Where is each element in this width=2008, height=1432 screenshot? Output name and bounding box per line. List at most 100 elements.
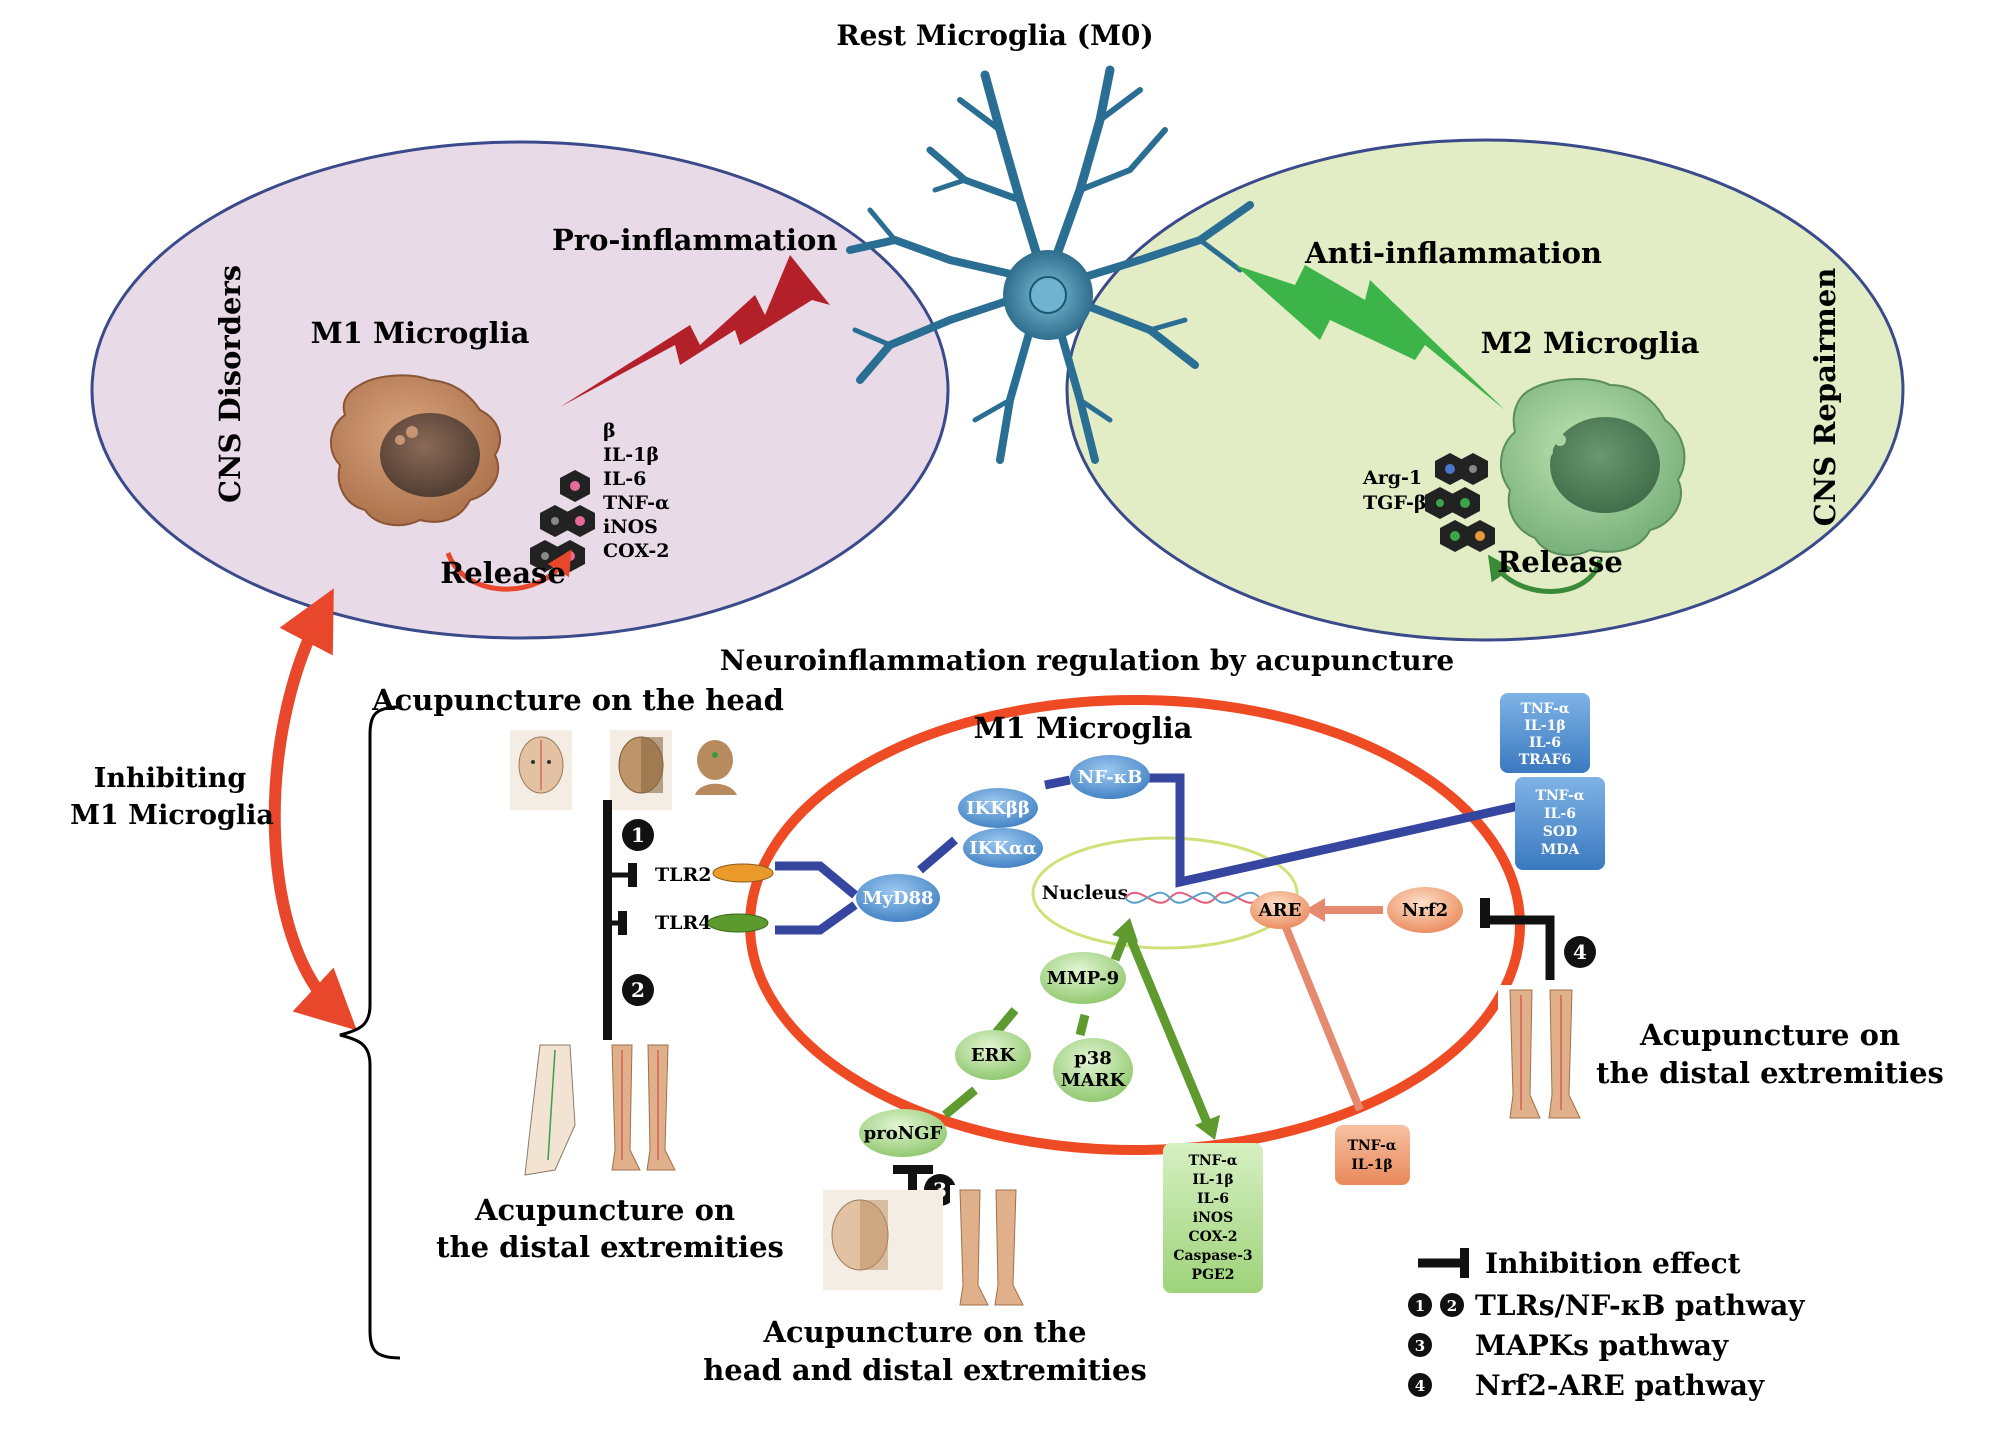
inhibition-bar-left (603, 800, 612, 1045)
erk-label: ERK (971, 1045, 1017, 1066)
tlr2-receptor (712, 863, 774, 883)
legend-badge-3: 3 (1408, 1333, 1432, 1357)
num-4-badge: 4 (1564, 936, 1596, 968)
svg-text:4: 4 (1573, 940, 1587, 964)
m1-cell-vesicle (406, 426, 418, 438)
green-arrow-head-box (1195, 1115, 1220, 1140)
tlr2-label: TLR2 (655, 864, 712, 886)
m1-factor-list: β IL-1β IL-6 TNF-α iNOS COX-2 (603, 420, 670, 562)
m1-factor: IL-6 (603, 468, 646, 490)
svg-text:2: 2 (631, 978, 645, 1002)
m1-release-label: Release (440, 556, 566, 590)
m1-factor: β (603, 420, 616, 442)
green-factor: IL-6 (1197, 1191, 1229, 1207)
mmp9-node (1040, 952, 1126, 1004)
ikkb-node (958, 788, 1038, 828)
m1-factor: IL-1β (603, 444, 659, 466)
orange-factor: IL-1β (1351, 1157, 1392, 1173)
tlr-pathway-lines (775, 773, 1546, 935)
svg-text:3: 3 (1415, 1337, 1425, 1355)
acu-headdistal-label-2: head and distal extremities (703, 1353, 1147, 1387)
m2-cell-nucleus (1550, 417, 1660, 513)
prongf-label: proNGF (864, 1123, 943, 1144)
orange-factor-box (1335, 1125, 1410, 1185)
green-factor: COX-2 (1188, 1229, 1237, 1245)
m2-cell-vesicle (1543, 447, 1553, 457)
nucleus-ellipse (1031, 836, 1299, 950)
ikka-node (963, 828, 1043, 868)
num-1-badge: 1 (622, 819, 654, 851)
m1-cell-nucleus (380, 413, 480, 497)
m2-cytokine-cluster (1425, 453, 1495, 552)
m2-release-arrow (1487, 554, 1603, 594)
p38-label: p38 (1074, 1048, 1112, 1069)
cell-title: M1 Microglia (974, 711, 1193, 745)
acu-headdistal-label: Acupuncture on the (762, 1315, 1086, 1349)
green-factor: IL-1β (1192, 1172, 1233, 1188)
inhibit-nrf2-bar (1480, 898, 1490, 928)
nucleus-label: Nucleus (1042, 882, 1129, 904)
green-factor: PGE2 (1192, 1267, 1235, 1283)
tlr4-label: TLR4 (655, 912, 712, 934)
m1-factor: iNOS (603, 516, 658, 538)
inhibit-tlr4-bar (618, 911, 627, 935)
inhibit-prongf-stem (908, 1168, 917, 1208)
m1-ellipse (90, 140, 950, 640)
inhibiting-label-2: M1 Microglia (70, 800, 274, 831)
num-2-badge: 2 (622, 974, 654, 1006)
legend-badge-1: 1 (1408, 1293, 1432, 1317)
nfkb-node (1070, 755, 1150, 799)
m2-release-label: Release (1497, 545, 1623, 579)
pro-inflammation-bolt (560, 255, 830, 407)
myd88-label: MyD88 (862, 888, 933, 909)
m2-factor: Arg-1 (1362, 467, 1422, 489)
p38-node (1053, 1038, 1133, 1102)
main-title: Neuroinflammation regulation by acupunct… (720, 644, 1454, 677)
inhibit-tlr2-bar (628, 863, 637, 887)
legend: Inhibition effect 1 2 TLRs/NF-κB pathway… (1408, 1247, 1805, 1402)
leg-acupoint-icon (600, 1040, 680, 1180)
are-to-box-line (1281, 923, 1364, 1112)
legend-nrf2-label: Nrf2-ARE pathway (1475, 1369, 1765, 1402)
rest-microglia-title: Rest Microglia (M0) (836, 19, 1153, 52)
m1-cell-vesicle (395, 435, 405, 445)
m1-factor: TNF-α (603, 492, 670, 514)
acu-distal-left-label: Acupuncture on (474, 1193, 735, 1227)
legend-badge-2: 2 (1440, 1293, 1464, 1317)
leg-acupoint-icon (1498, 985, 1588, 1125)
inhibiting-label: Inhibiting (94, 763, 247, 794)
m1-microglia-title: M1 Microglia (311, 316, 530, 350)
acu-distal-left-label-2: the distal extremities (436, 1230, 784, 1264)
m2-ellipse (1065, 138, 1905, 642)
blue-factor: TNF-α (1535, 788, 1584, 804)
erk-node (955, 1030, 1031, 1080)
cns-repairmen-label: CNS Repairmen (1808, 268, 1842, 527)
head-acupoint-icon (685, 735, 745, 795)
leg-acupoint-icon (950, 1185, 1030, 1310)
acu-head-label: Acupuncture on the head (371, 683, 784, 717)
blue-factor: TNF-α (1520, 701, 1569, 717)
svg-text:1: 1 (631, 823, 645, 847)
green-factor: TNF-α (1188, 1153, 1237, 1169)
acu-distal-right-label-2: the distal extremities (1596, 1056, 1944, 1090)
svg-text:1: 1 (1415, 1297, 1425, 1315)
m2-cell-vesicle (1554, 434, 1566, 446)
bracket-brace (339, 705, 401, 1360)
blue-factor: TRAF6 (1519, 752, 1572, 768)
m1-release-arrow (445, 549, 572, 592)
legend-tlr-label: TLRs/NF-κB pathway (1475, 1289, 1805, 1322)
anti-inflammation-label: Anti-inflammation (1304, 236, 1602, 270)
svg-text:4: 4 (1415, 1377, 1425, 1395)
arm-acupoint-icon (524, 1044, 576, 1176)
green-factor: Caspase-3 (1173, 1248, 1252, 1264)
cns-disorders-label: CNS Disorders (213, 265, 247, 503)
myd88-node (856, 874, 940, 922)
ikkb-label: IKKββ (966, 798, 1030, 819)
anti-inflammation-bolt (1235, 265, 1505, 410)
orange-factor: TNF-α (1347, 1138, 1396, 1154)
nfkb-label: NF-κB (1078, 767, 1143, 788)
head-acupoint-icon (610, 730, 672, 810)
m2-factor: TGF-β (1363, 492, 1427, 514)
blue-factor: IL-1β (1524, 718, 1565, 734)
mmp9-label: MMP-9 (1047, 968, 1119, 989)
